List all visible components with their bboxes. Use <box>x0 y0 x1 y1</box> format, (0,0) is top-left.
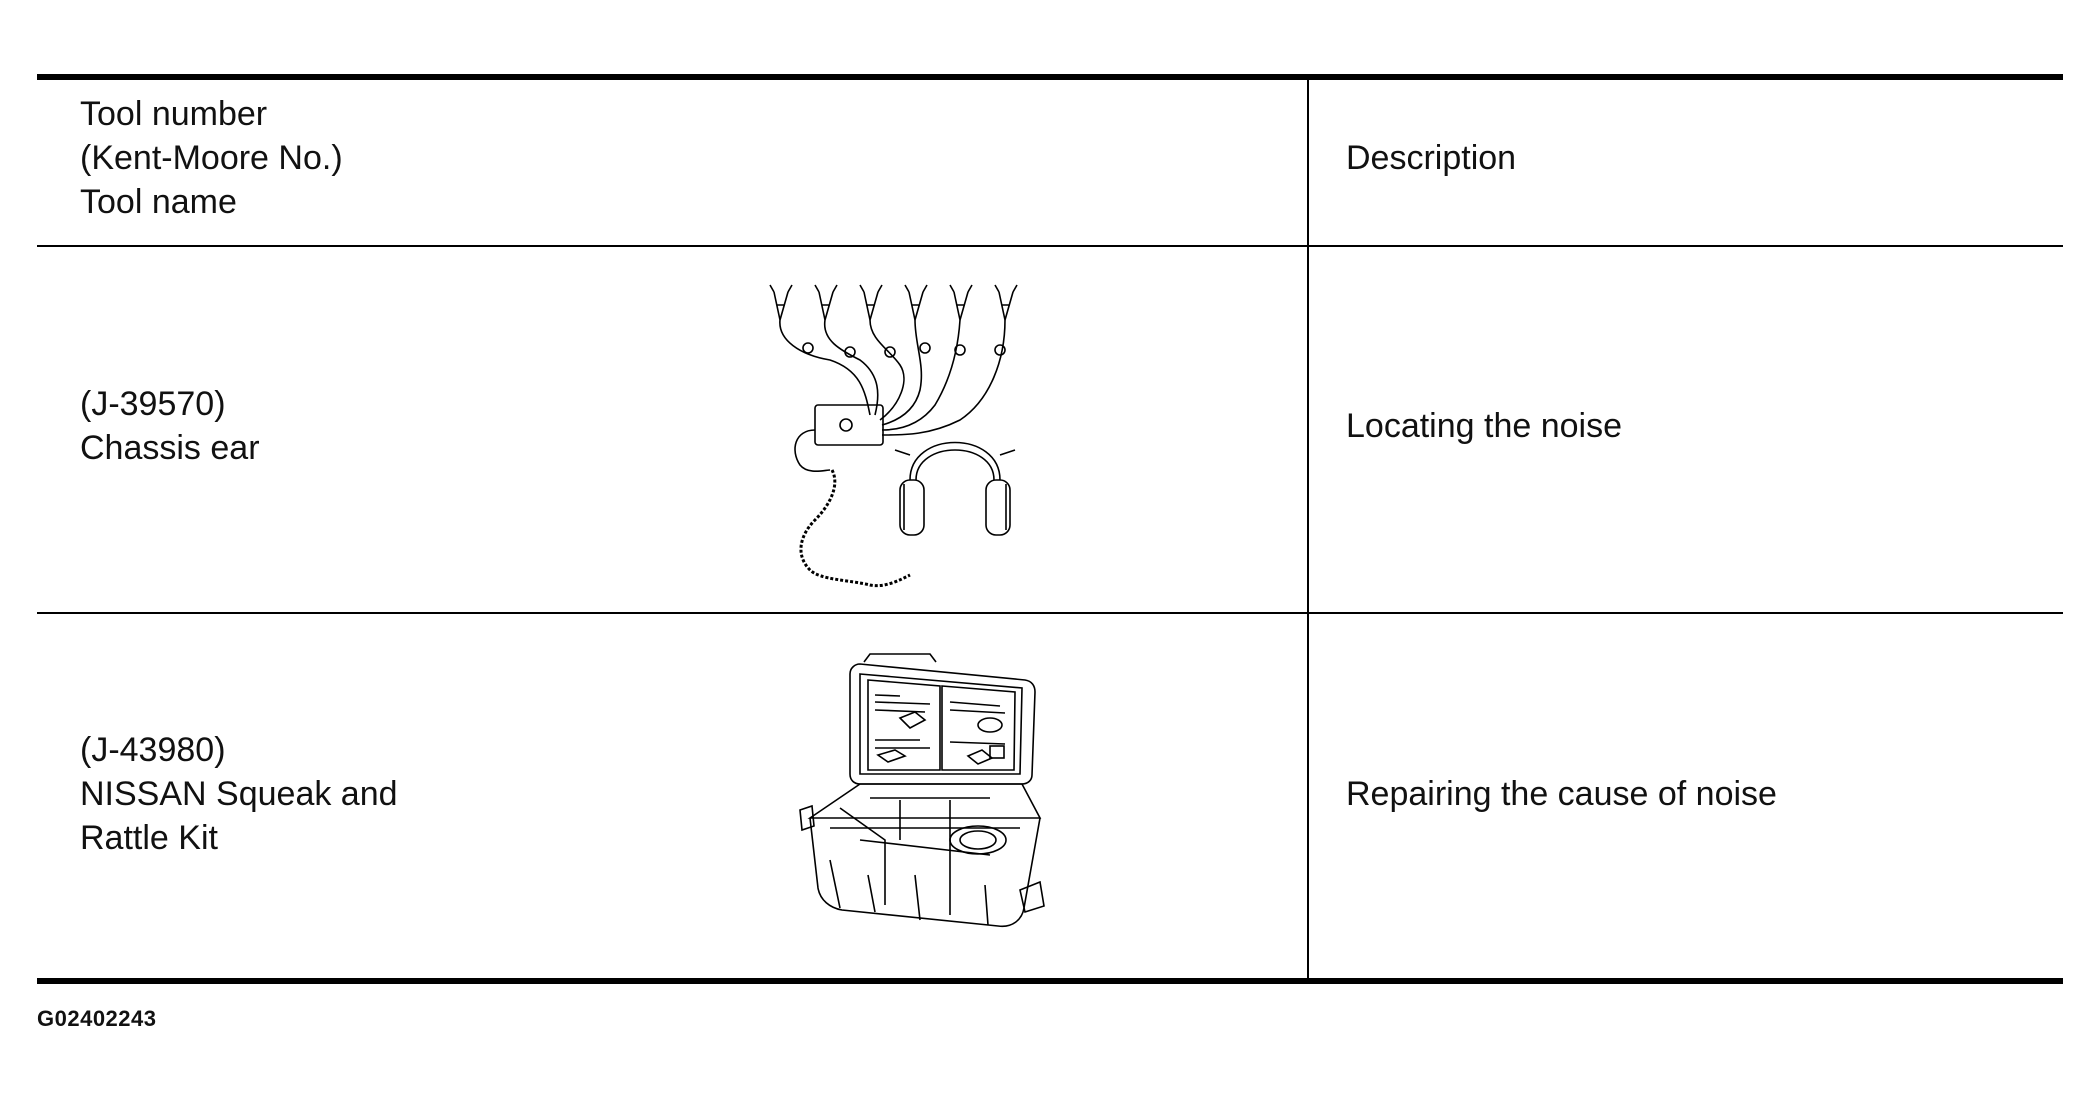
header-tool-name: Tool name <box>80 183 237 221</box>
headphones-icon <box>894 441 1016 536</box>
row2-tool-name-line2: Rattle Kit <box>80 819 218 857</box>
header-divider <box>37 245 2063 247</box>
header-kent-moore: (Kent-Moore No.) <box>80 139 343 177</box>
control-box <box>814 404 884 446</box>
row2-tool-cell: (J-43980) NISSAN Squeak and Rattle Kit <box>80 728 398 860</box>
row1-tool-number: (J-39570) <box>80 385 226 423</box>
table-top-border <box>37 74 2063 80</box>
figure-code: G02402243 <box>37 1006 157 1031</box>
row2-tool-name-line1: NISSAN Squeak and <box>80 775 398 813</box>
row2-tool-number: (J-43980) <box>80 731 226 769</box>
header-description: Description <box>1346 139 1517 177</box>
row2-description: Repairing the cause of noise <box>1346 775 1777 813</box>
chassis-ear-icon <box>769 284 1018 588</box>
row1-tool-name: Chassis ear <box>80 429 260 467</box>
table-bottom-border <box>37 978 2063 984</box>
row1-tool-cell: (J-39570) Chassis ear <box>80 382 260 470</box>
header-tool-number: Tool number <box>80 95 268 133</box>
column-divider <box>1307 78 1309 980</box>
row1-description: Locating the noise <box>1346 407 1622 445</box>
row-divider <box>37 612 2063 614</box>
squeak-rattle-kit-case-icon <box>799 653 1045 928</box>
clip-icon <box>769 284 1018 321</box>
header-tool-cell: Tool number (Kent-Moore No.) Tool name <box>80 92 343 224</box>
